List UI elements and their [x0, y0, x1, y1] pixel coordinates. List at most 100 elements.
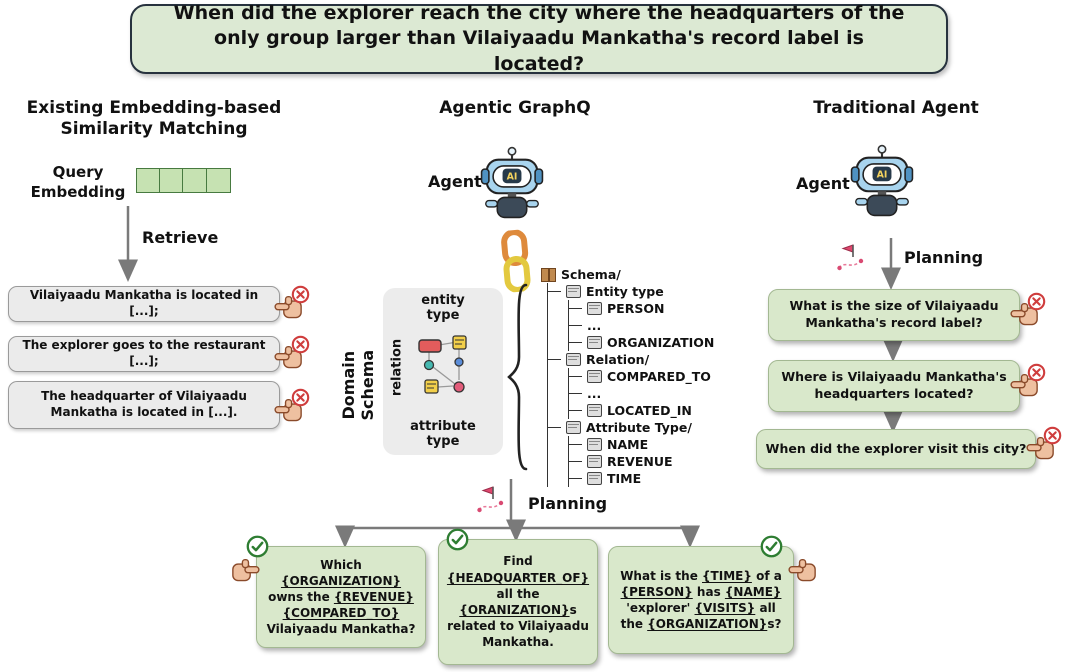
- tree-level-2: COMPARED_TO ... LOCATED_IN: [568, 368, 714, 419]
- x-circle-icon: [291, 285, 310, 308]
- tree-item-label: Attribute Type/: [586, 420, 692, 435]
- file-icon: [587, 438, 602, 451]
- file-icon: [587, 370, 602, 383]
- middle-planning-label: Planning: [528, 494, 608, 513]
- tree-item: REVENUE: [569, 453, 714, 470]
- attribute-type-label: attribute type: [410, 419, 476, 450]
- embedding-cell: [182, 168, 208, 193]
- check-circle-icon: [760, 535, 783, 562]
- tree-item: PERSON: [569, 300, 714, 317]
- tree-item: LOCATED_IN: [569, 402, 714, 419]
- subquery-1-text: Which {ORGANIZATION} owns the {REVENUE} …: [266, 557, 416, 637]
- retrieved-result-2: The explorer goes to the restaurant [...…: [8, 336, 280, 372]
- subquery-2-text: Find {HEADQUARTER_OF} all the {ORANIZATI…: [446, 554, 590, 650]
- file-icon: [566, 285, 581, 298]
- file-icon: [587, 404, 602, 417]
- subquery-box-3: What is the {TIME} of a {PERSON} has {NA…: [608, 546, 794, 654]
- trad-step-1-text: What is the size of Vilaiyaadu Mankatha'…: [789, 298, 999, 330]
- reject-hand-icon: [274, 388, 312, 424]
- right-planning-label: Planning: [904, 248, 984, 267]
- trad-step-3-text: When did the explorer visit this city?: [765, 440, 1027, 456]
- file-icon: [587, 302, 602, 315]
- x-circle-icon: [291, 335, 310, 358]
- tree-item: Attribute Type/: [548, 419, 714, 436]
- trad-step-box-1: What is the size of Vilaiyaadu Mankatha'…: [768, 289, 1020, 341]
- pointing-hand-icon: [274, 295, 304, 325]
- trad-step-box-3: When did the explorer visit this city?: [756, 429, 1036, 469]
- tree-item-label: REVENUE: [607, 454, 673, 469]
- tree-level-2: PERSON ... ORGANIZATION: [568, 300, 714, 351]
- reject-hand-icon: [274, 285, 312, 321]
- x-circle-icon: [291, 388, 310, 411]
- tree-item-label: ...: [587, 386, 602, 401]
- chain-link-icon: [495, 229, 537, 298]
- x-circle-icon: [1043, 426, 1062, 449]
- tree-item: COMPARED_TO: [569, 368, 714, 385]
- pointing-hand-icon: [274, 345, 304, 375]
- query-embedding-vector: [136, 168, 231, 193]
- retrieved-result-1: Vilaiyaadu Mankatha is located in [...];: [8, 286, 280, 322]
- retrieved-result-2-text: The explorer goes to the restaurant [...…: [22, 338, 266, 368]
- tree-root: Schema/: [541, 266, 714, 283]
- entity-type-label: entity type: [421, 293, 465, 323]
- file-icon: [587, 472, 602, 485]
- retrieved-result-3: The headquarter of Vilaiyaadu Mankatha i…: [8, 381, 280, 429]
- planning-flag-icon: [836, 242, 866, 276]
- pointing-hand-icon: [788, 558, 818, 588]
- tree-item: Entity type: [548, 283, 714, 300]
- trad-step-box-2: Where is Vilaiyaadu Mankatha's headquart…: [768, 360, 1020, 412]
- tree-item-label: Relation/: [586, 352, 650, 367]
- reject-hand-icon: [274, 335, 312, 371]
- query-embedding-label: Query Embedding: [30, 163, 126, 201]
- relation-label: relation: [389, 338, 405, 397]
- tree-level-2: NAME REVENUE TIME: [568, 436, 714, 487]
- subquery-box-1: Which {ORGANIZATION} owns the {REVENUE} …: [256, 546, 426, 648]
- file-icon: [566, 421, 581, 434]
- pointing-hand-icon: [274, 398, 304, 428]
- curly-brace: [506, 282, 530, 476]
- ai-badge-text: AI: [877, 170, 888, 181]
- reject-hand-icon: [1010, 363, 1048, 399]
- x-circle-icon: [1027, 363, 1046, 386]
- domain-schema-label: Domain Schema: [338, 349, 377, 421]
- robot-agent-icon: AI: [478, 146, 546, 234]
- schema-diagram: [415, 332, 485, 408]
- tree-item: Relation/: [548, 351, 714, 368]
- robot-agent-icon: AI: [848, 144, 916, 232]
- schema-tree: Schema/ Entity type PERSON ... ORGANIZAT…: [541, 266, 714, 487]
- tree-item: NAME: [569, 436, 714, 453]
- pointing-hand-icon: [1010, 373, 1040, 403]
- trad-step-2-text: Where is Vilaiyaadu Mankatha's headquart…: [781, 369, 1007, 401]
- pointing-hand-icon: [1026, 436, 1056, 466]
- tree-level-1: Entity type PERSON ... ORGANIZATION Rela…: [547, 283, 714, 487]
- pointing-hand-icon: [230, 558, 260, 588]
- question-text: When did the explorer reach the city whe…: [173, 1, 905, 75]
- tree-item: ...: [569, 385, 714, 402]
- package-icon: [541, 267, 556, 282]
- retrieved-result-1-text: Vilaiyaadu Mankatha is located in [...];: [29, 288, 259, 318]
- x-circle-icon: [1027, 292, 1046, 315]
- embedding-cell: [205, 168, 231, 193]
- tree-item: TIME: [569, 470, 714, 487]
- subquery-box-2: Find {HEADQUARTER_OF} all the {ORANIZATI…: [438, 539, 598, 665]
- right-column-title: Traditional Agent: [813, 98, 979, 118]
- tree-item-label: TIME: [607, 471, 642, 486]
- middle-agent-label: Agent: [428, 172, 482, 191]
- tree-item: ORGANIZATION: [569, 334, 714, 351]
- tree-root-label: Schema/: [561, 267, 621, 282]
- tree-item-label: PERSON: [607, 301, 665, 316]
- tree-item-label: NAME: [607, 437, 649, 452]
- embedding-cell: [159, 168, 185, 193]
- tree-item-label: COMPARED_TO: [607, 369, 711, 384]
- planning-flag-icon: [476, 484, 506, 518]
- reject-hand-icon: [1010, 292, 1048, 328]
- file-icon: [587, 455, 602, 468]
- embedding-cell: [136, 168, 161, 193]
- left-column-title: Existing Embedding-based Similarity Matc…: [26, 98, 282, 140]
- subquery-3-text: What is the {TIME} of a {PERSON} has {NA…: [620, 568, 782, 632]
- question-box: When did the explorer reach the city whe…: [130, 2, 948, 75]
- tree-item-label: ...: [587, 318, 602, 333]
- retrieved-result-3-text: The headquarter of Vilaiyaadu Mankatha i…: [41, 389, 247, 419]
- middle-column-title: Agentic GraphQ: [439, 98, 591, 118]
